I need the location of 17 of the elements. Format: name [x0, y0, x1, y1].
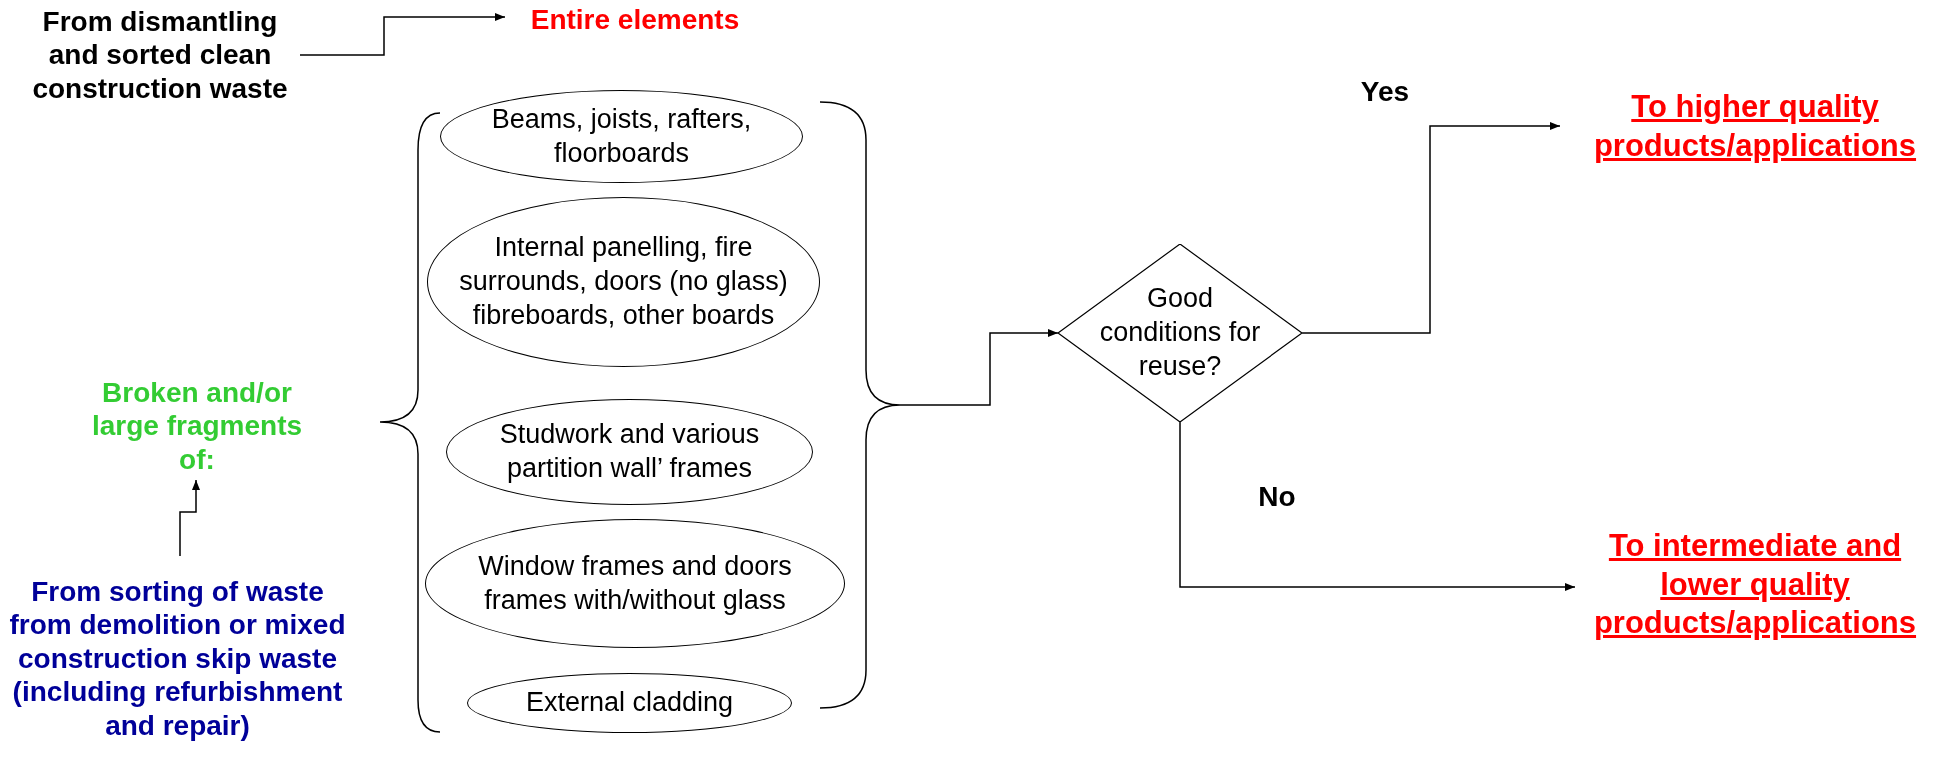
node-text: Internal panelling, fire surrounds, doors (no glass) fibreboards, other boards [458, 231, 789, 332]
outcome-text: To higher quality products/applications [1592, 88, 1918, 165]
text-label: Entire elements [530, 3, 740, 37]
arrow [179, 479, 200, 557]
arrow [1301, 122, 1561, 334]
node-text: Window frames and doors frames with/without glass [477, 549, 793, 617]
arrow [299, 13, 506, 56]
node-text: Good conditions for reuse? [1098, 282, 1262, 383]
node-text: External cladding [525, 686, 734, 720]
text-label: Broken and/or large fragments of: [90, 375, 304, 477]
text-label: From sorting of waste from demolition or mixed construction skip waste (including refurbishment and repair) [8, 574, 347, 743]
arrow [1179, 421, 1576, 591]
node-text: Beams, joists, rafters, floorboards [490, 102, 753, 170]
node-text: Studwork and various partition wall’ frames [498, 418, 761, 485]
text-label: From dismantling and sorted clean construction waste [31, 4, 289, 106]
outcome-text: To intermediate and lower quality products/applications [1592, 526, 1918, 643]
arrow [899, 329, 1059, 406]
